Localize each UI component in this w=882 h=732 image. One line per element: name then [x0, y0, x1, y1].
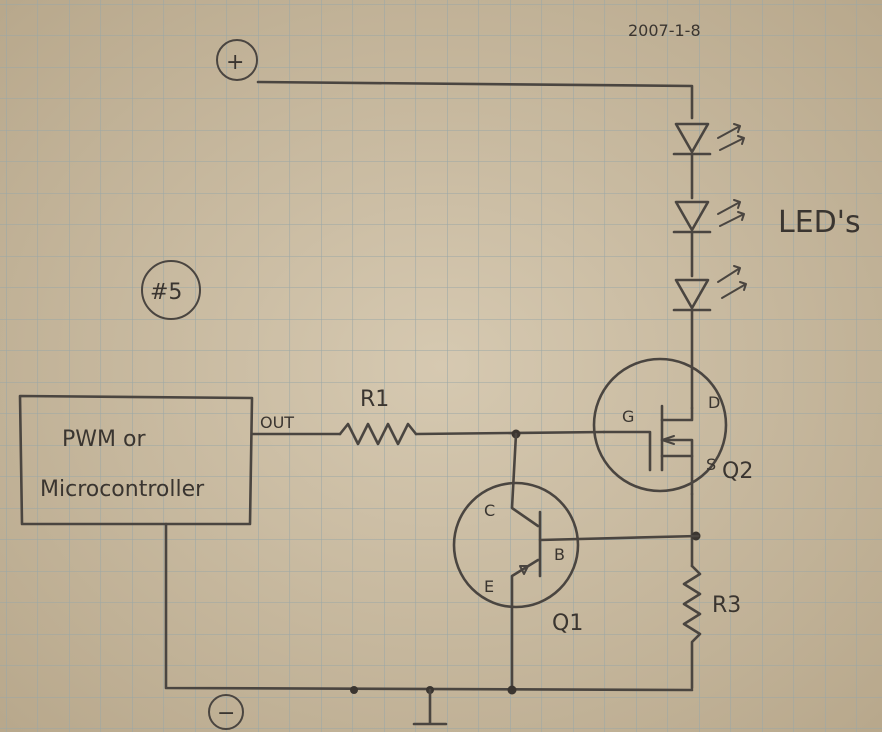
svg-text:#5: #5: [150, 280, 182, 305]
ground-symbol: [412, 688, 448, 726]
output-pin-label: OUT: [260, 413, 294, 432]
ground-junction-3: [507, 685, 517, 695]
q2-label: Q2: [722, 459, 753, 484]
r1-resistor: [338, 422, 418, 446]
q1-label: Q1: [552, 611, 583, 636]
ground-junction-1: [350, 686, 358, 694]
leds-label: LED's: [778, 205, 861, 240]
q1-base-label: B: [554, 545, 565, 564]
q2-drain-label: D: [708, 393, 720, 412]
q2-mosfet: G D S: [592, 357, 728, 496]
q1-emitter-label: E: [484, 577, 494, 596]
r3-resistor: [682, 564, 702, 690]
controller-box: PWM or Microcontroller OUT: [18, 394, 294, 526]
r1-to-gate-wire: [414, 430, 606, 436]
circuit-number: #5: [141, 260, 201, 320]
negative-terminal: −: [208, 694, 244, 730]
r3-label: R3: [712, 593, 741, 618]
q1-transistor: C B E: [452, 432, 700, 694]
date-label: 2007-1-8: [628, 21, 701, 40]
controller-line-2: Microcontroller: [40, 477, 205, 502]
controller-line-1: PWM or: [62, 427, 146, 452]
led-3: [672, 265, 747, 312]
q2-gate-label: G: [622, 407, 634, 426]
q2-source-label: S: [706, 455, 716, 474]
q1-collector-label: C: [484, 501, 495, 520]
r1-label: R1: [360, 387, 389, 412]
svg-text:+: +: [226, 50, 244, 75]
positive-terminal: +: [216, 39, 258, 81]
positive-rail-wire: [256, 80, 694, 120]
ground-rail-wire: [164, 522, 694, 692]
svg-text:−: −: [217, 701, 235, 726]
